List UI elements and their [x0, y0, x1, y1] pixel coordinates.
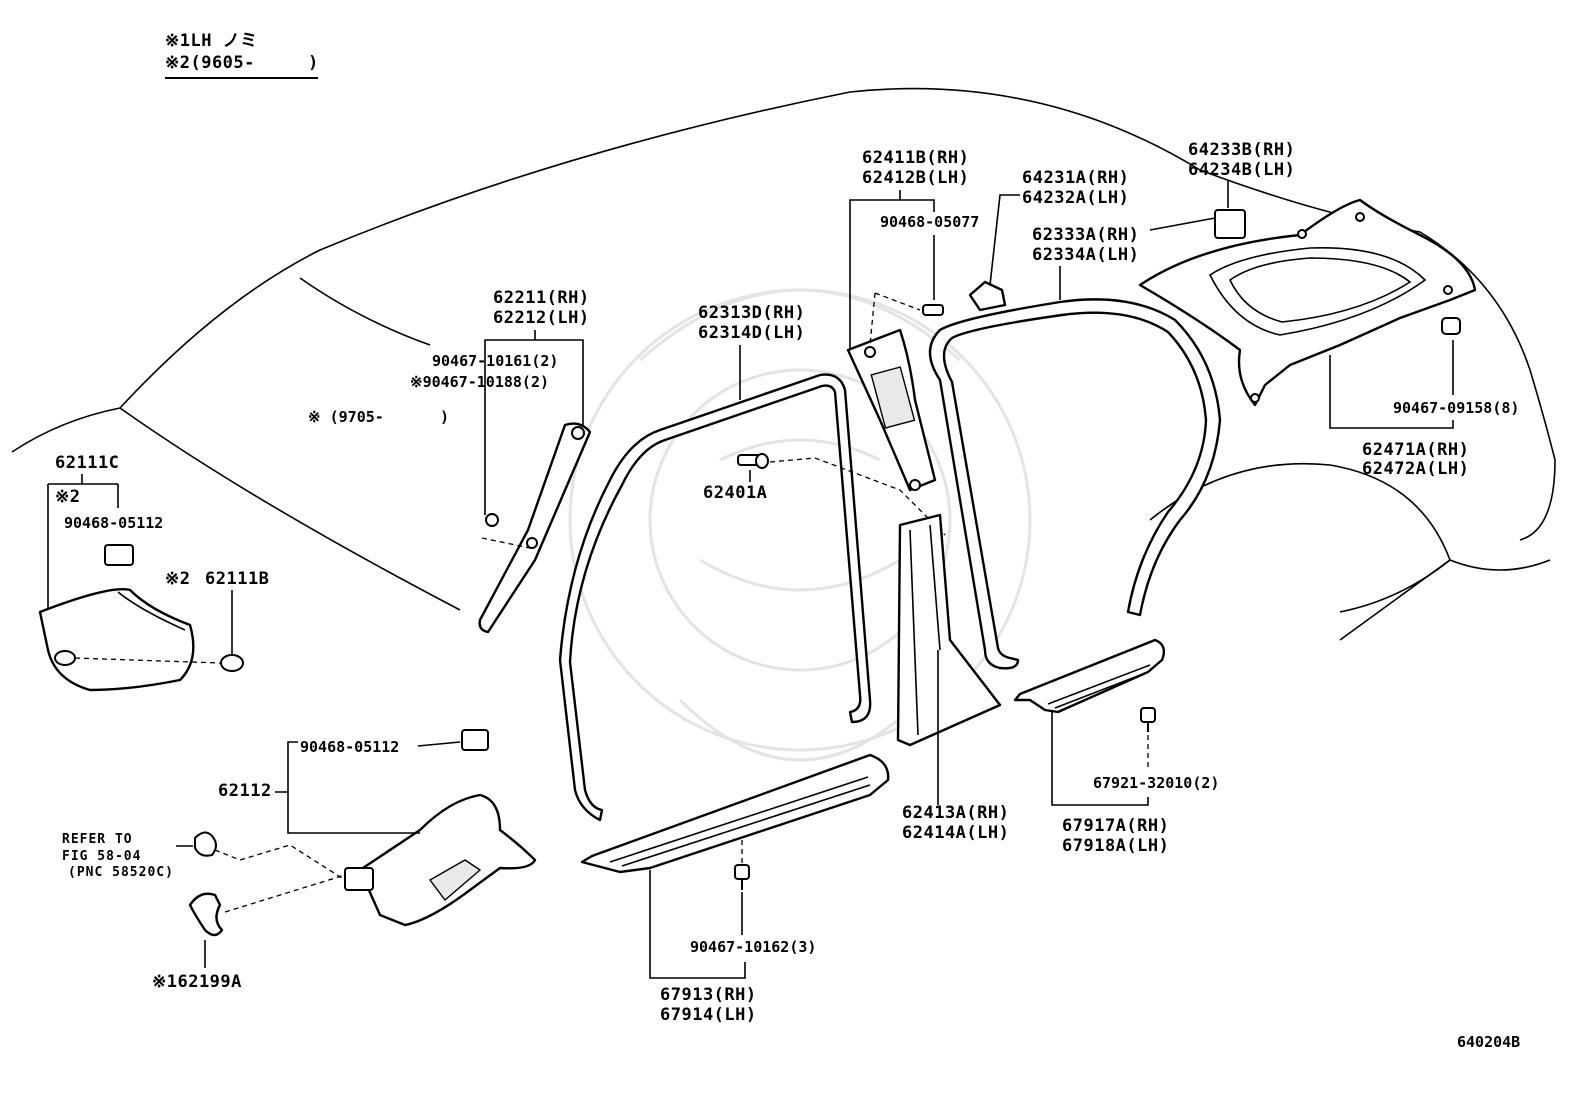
label-64231A: 64231A(RH): [1022, 168, 1129, 188]
label-90467-09158: 90467-09158(8): [1393, 399, 1519, 417]
part-64231A-bracket: [968, 280, 1007, 312]
label-62472A: 62472A(LH): [1362, 459, 1469, 479]
label-62112: 62112: [218, 781, 272, 801]
label-67918A: 67918A(LH): [1062, 836, 1169, 856]
label-mark2-b: ※2: [165, 569, 190, 589]
clip-67921-32010: [1140, 707, 1156, 732]
label-67921-32010: 67921-32010(2): [1093, 774, 1219, 792]
note-lh-only: ※1LH ノミ: [165, 31, 258, 51]
label-62401A: 62401A: [703, 483, 767, 503]
label-62333A: 62333A(RH): [1032, 225, 1139, 245]
label-90467-10161: 90467-10161(2): [432, 352, 558, 370]
refer-line-1: REFER TO: [62, 832, 133, 847]
part-62411B-pillar-upper: [846, 328, 937, 492]
label-67914: 67914(LH): [660, 1005, 757, 1025]
part-67917A-scuff-plate: [1013, 638, 1166, 714]
label-90467-10162: 90467-10162(3): [690, 938, 816, 956]
note-date-2-close: ): [308, 53, 319, 73]
note-date-2: ※2(9605-: [165, 53, 255, 73]
label-62212: 62212(LH): [493, 308, 590, 328]
label-90467-10188: ※90467-10188(2): [410, 373, 549, 391]
label-62334A: 62334A(LH): [1032, 245, 1139, 265]
label-64233B: 64233B(RH): [1188, 140, 1295, 160]
clip-90468-05112-b: [461, 729, 489, 751]
label-mark2-a: ※2: [55, 487, 80, 507]
label-64232A: 64232A(LH): [1022, 188, 1129, 208]
label-67917A: 67917A(RH): [1062, 816, 1169, 836]
part-62471A-quarter-trim: [1138, 198, 1477, 407]
label-62111B: 62111B: [205, 569, 269, 589]
clip-90468-05112-a: [104, 544, 134, 566]
part-62313D-weatherstrip: [558, 373, 872, 822]
label-64234B: 64234B(LH): [1188, 160, 1295, 180]
note-date-3-close: ): [440, 408, 449, 426]
label-67913: 67913(RH): [660, 985, 757, 1005]
label-90468-05077: 90468-05077: [880, 213, 979, 231]
part-62413A-pillar-lower: [896, 513, 1002, 747]
part-62112-lower-panel: [344, 793, 537, 927]
label-62411B: 62411B(RH): [862, 148, 969, 168]
label-90468-05112-b: 90468-05112: [300, 738, 399, 756]
label-62199A: ※162199A: [152, 972, 242, 992]
label-62471A: 62471A(RH): [1362, 440, 1469, 460]
figure-code: 640204B: [1457, 1033, 1520, 1051]
label-62414A: 62414A(LH): [902, 823, 1009, 843]
clip-90467-09158: [1441, 317, 1461, 335]
clip-refer-58520C: [194, 831, 217, 857]
label-62313D: 62313D(RH): [698, 303, 805, 323]
label-62314D: 62314D(LH): [698, 323, 805, 343]
clip-62401A: [737, 453, 769, 469]
refer-line-3: (PNC 58520C): [68, 865, 174, 880]
watermark-emblem: [568, 288, 1032, 762]
part-64233B-clip: [1214, 209, 1246, 239]
clip-62111B: [220, 654, 244, 672]
clip-90468-05077: [922, 304, 944, 316]
part-62333A-weatherstrip: [928, 298, 1222, 670]
part-62199A-hook: [188, 892, 224, 937]
car-body-outline: [11, 87, 1556, 641]
label-90468-05112-a: 90468-05112: [64, 514, 163, 532]
clip-90467-10162: [734, 864, 750, 890]
label-62413A: 62413A(RH): [902, 803, 1009, 823]
label-62211: 62211(RH): [493, 288, 590, 308]
part-62111C: [38, 588, 195, 692]
note-date-3: ※ (9705-: [308, 408, 384, 426]
label-62111C: 62111C: [55, 453, 119, 473]
refer-line-2: FIG 58-04: [62, 849, 141, 864]
label-62412B: 62412B(LH): [862, 168, 969, 188]
part-67913-scuff-plate: [580, 753, 890, 874]
part-62211-a-pillar: [478, 422, 592, 634]
